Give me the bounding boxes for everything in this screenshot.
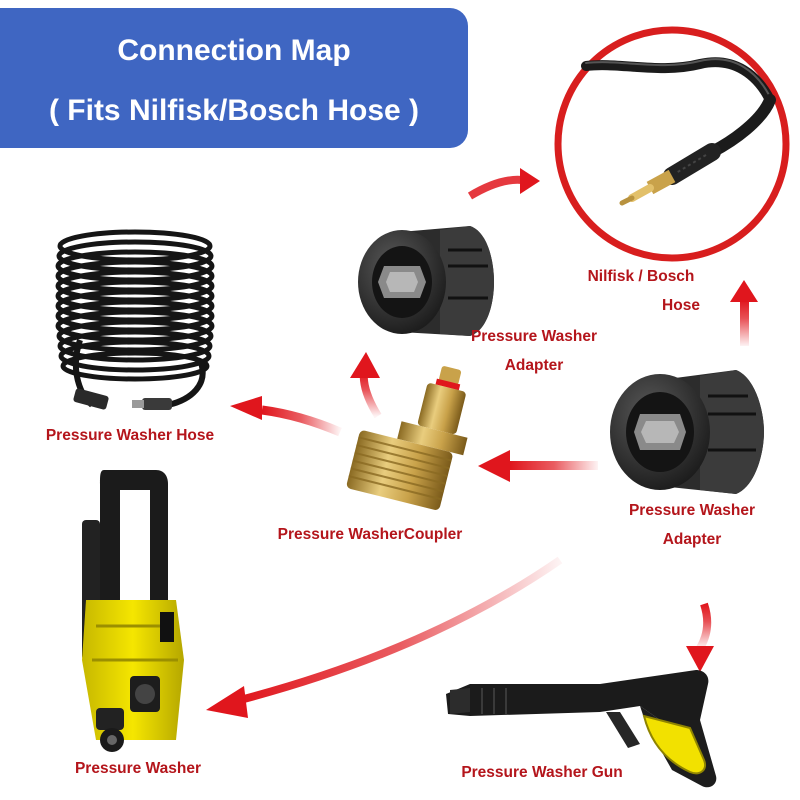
label-adapter-right: Pressure Washer Adapter [614, 496, 770, 554]
label-adapter-right-line-1: Pressure Washer [628, 502, 756, 519]
label-nilfisk-line-2: Hose [662, 297, 700, 314]
label-adapter-right-line-2: Adapter [662, 531, 722, 548]
label-nilfisk-line-1: Nilfisk / Bosch [587, 268, 695, 285]
hose-end-icon [554, 26, 790, 262]
hose-coil-icon [55, 229, 215, 410]
label-adapter-top-line-1: Pressure Washer [470, 328, 598, 345]
arrow-to-hose [230, 396, 342, 437]
arrow-to-nilfisk-hose [467, 168, 540, 200]
label-pressure-washer-hose: Pressure Washer Hose [45, 427, 215, 444]
adapter-icon [610, 370, 764, 494]
title-line-1: Connection Map [117, 34, 351, 67]
spray-gun-icon [446, 670, 717, 788]
arrow-up-to-nilfisk [730, 280, 758, 346]
arrow-to-pressure-washer [206, 556, 563, 718]
label-adapter-top-line-2: Adapter [504, 357, 564, 374]
label-adapter-top: Pressure Washer Adapter [456, 322, 612, 380]
arrow-to-coupler [478, 450, 598, 482]
arrow-to-top-adapter [350, 352, 382, 419]
label-nilfisk-hose: Nilfisk / Bosch Hose [570, 262, 712, 320]
label-pressure-washer-gun: Pressure Washer Gun [461, 764, 623, 781]
adapter-icon [358, 226, 494, 336]
title-line-2: ( Fits Nilfisk/Bosch Hose ) [48, 94, 420, 127]
title-banner: Connection Map ( Fits Nilfisk/Bosch Hose… [0, 8, 468, 148]
pressure-washer-icon [82, 470, 184, 752]
label-pressure-washer: Pressure Washer [74, 760, 202, 777]
label-coupler: Pressure WasherCoupler [277, 526, 463, 543]
coupler-icon [346, 366, 468, 510]
arrow-to-gun [686, 602, 714, 672]
